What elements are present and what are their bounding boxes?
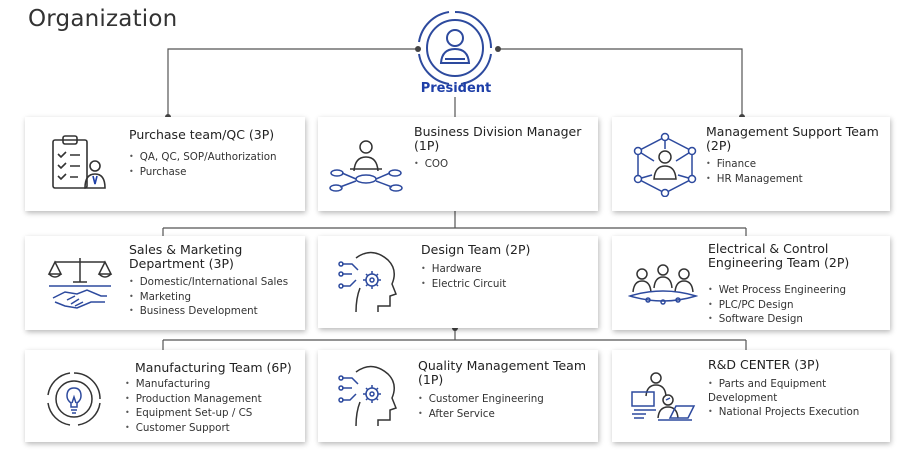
team-card-purchase: Purchase team/QC (3P) QA, QC, SOP/Author… <box>25 117 305 211</box>
duty-item: QA, QC, SOP/Authorization <box>129 150 277 165</box>
team-name: Electrical & Control Engineering Team (2… <box>708 241 850 270</box>
duty-item: HR Management <box>706 172 803 187</box>
team-duties: Finance HR Management <box>706 157 803 186</box>
duty-item: Production Management <box>125 392 262 407</box>
head-gear-icon <box>338 251 397 313</box>
scale-handshake-icon <box>47 258 113 309</box>
team-card-business-division: Business Division Manager (1P) COO <box>318 117 598 211</box>
team-name: Design Team (2P) <box>421 242 531 257</box>
team-duties: Manufacturing Production Management Equi… <box>125 377 262 435</box>
team-duties: Hardware Electric Circuit <box>421 262 507 292</box>
team-card-electrical-control: Electrical & Control Engineering Team (2… <box>612 236 890 330</box>
head-gear-icon <box>338 365 397 427</box>
duty-item: PLC/PC Design <box>708 298 846 313</box>
page-title: Organization <box>28 6 178 32</box>
hexagon-network-icon <box>633 132 697 197</box>
duty-item: Software Design <box>708 312 846 327</box>
team-duties: COO <box>414 157 448 172</box>
duty-item: Hardware <box>421 262 506 277</box>
research-desk-icon <box>631 372 696 421</box>
duty-item: COO <box>414 157 448 172</box>
team-name: Management Support Team (2P) <box>706 124 879 153</box>
team-duties: QA, QC, SOP/Authorization Purchase <box>129 150 277 179</box>
duty-item: Customer Support <box>125 421 262 436</box>
team-name: Sales & Marketing Department (3P) <box>129 242 243 271</box>
team-duties: Parts and Equipment Development National… <box>708 377 884 420</box>
president-node <box>412 8 498 100</box>
duty-item: Manufacturing <box>125 377 262 392</box>
duty-item: After Service <box>418 407 544 422</box>
president-label: President <box>420 81 492 96</box>
team-card-sales-marketing: Sales & Marketing Department (3P) Domest… <box>25 236 305 330</box>
duty-item: Electric Circuit <box>421 277 507 292</box>
team-name: Business Division Manager (1P) <box>414 124 582 153</box>
team-card-management-support: Management Support Team (2P) Finance HR … <box>612 117 890 211</box>
duty-item: Marketing <box>129 290 288 305</box>
duty-item: Parts and Equipment Development <box>708 377 884 405</box>
duty-item: Customer Engineering <box>418 392 544 407</box>
duty-item: Business Development <box>129 304 288 319</box>
manager-network-icon <box>329 140 403 192</box>
team-duties: Domestic/International Sales Marketing B… <box>129 275 288 319</box>
lightbulb-circle-icon <box>47 372 101 426</box>
team-name: Manufacturing Team (6P) <box>135 360 292 375</box>
duty-item: Domestic/International Sales <box>129 275 288 290</box>
president-person-icon <box>418 11 492 85</box>
duty-item: National Projects Execution <box>708 405 884 420</box>
duty-item: Finance <box>706 157 803 172</box>
team-card-quality-management: Quality Management Team (1P) Customer En… <box>318 350 598 442</box>
duty-item: Equipment Set-up / CS <box>125 406 262 421</box>
team-name: R&D CENTER (3P) <box>708 357 820 372</box>
team-duties: Wet Process Engineering PLC/PC Design So… <box>708 283 846 327</box>
team-duties: Customer Engineering After Service <box>418 392 544 421</box>
team-card-manufacturing: Manufacturing Team (6P) Manufacturing Pr… <box>25 350 305 442</box>
team-name: Quality Management Team (1P) <box>418 358 586 387</box>
duty-item: Purchase <box>129 165 277 180</box>
team-name: Purchase team/QC (3P) <box>129 127 275 142</box>
team-card-rnd-center: R&D CENTER (3P) Parts and Equipment Deve… <box>612 350 890 442</box>
duty-item: Wet Process Engineering <box>708 283 846 298</box>
clipboard-person-icon <box>52 135 106 189</box>
team-card-design: Design Team (2P) Hardware Electric Circu… <box>318 236 598 328</box>
team-meeting-icon <box>628 264 698 305</box>
